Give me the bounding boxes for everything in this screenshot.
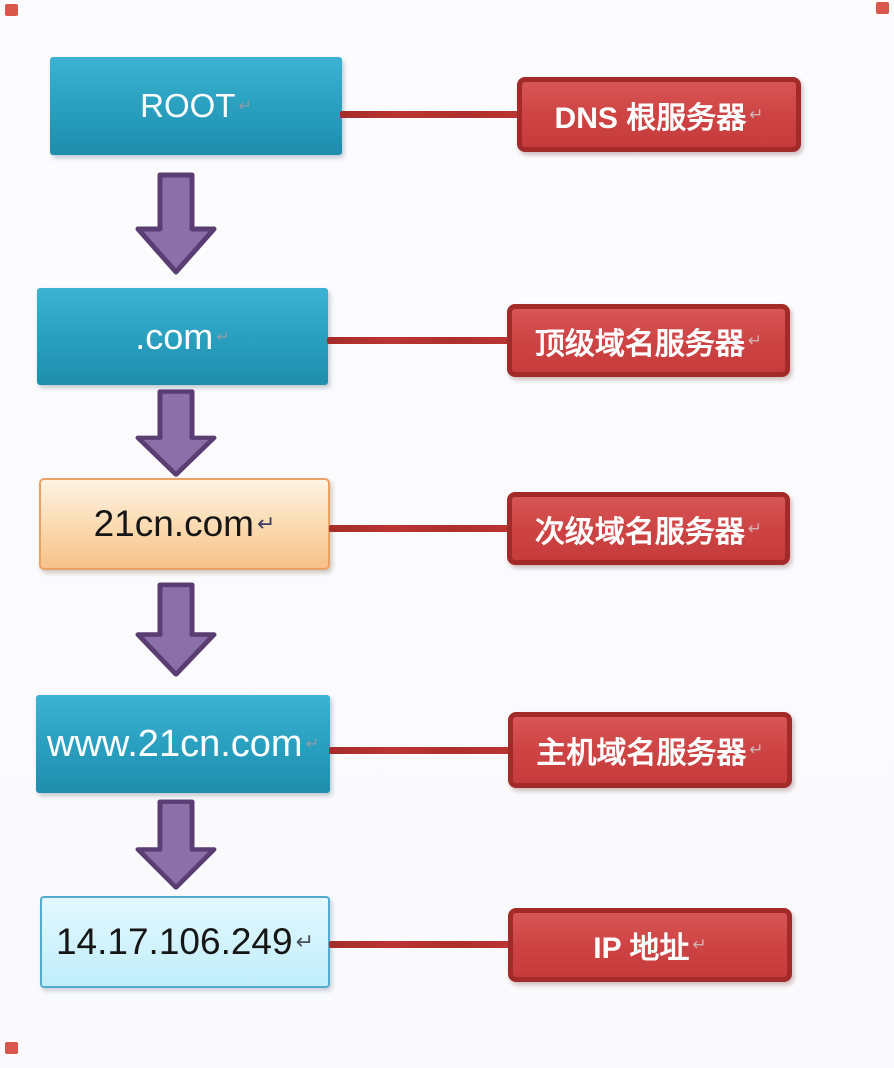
node-21cn-text: 21cn.com bbox=[93, 503, 254, 544]
return-mark-icon: ↵ bbox=[749, 104, 764, 124]
connector-line-root bbox=[340, 111, 518, 118]
node-www21cn: www.21cn.com↵ bbox=[36, 695, 330, 793]
label-host-server-text: 主机域名服务器 bbox=[536, 737, 747, 770]
return-mark-icon: ↵ bbox=[295, 929, 315, 954]
label-dns-root-server-text: DNS 根服务器 bbox=[554, 101, 747, 135]
return-mark-icon: ↵ bbox=[747, 518, 763, 538]
corner-mark-top-left bbox=[5, 4, 18, 16]
label-ip-address: IP 地址↵ bbox=[508, 908, 792, 982]
return-mark-icon: ↵ bbox=[749, 740, 764, 759]
label-secondary-server: 次级域名服务器↵ bbox=[507, 492, 790, 565]
label-tld-server: 顶级域名服务器↵ bbox=[507, 304, 790, 377]
label-host-server: 主机域名服务器↵ bbox=[508, 712, 792, 788]
node-www21cn-text: www.21cn.com bbox=[47, 722, 303, 765]
label-dns-root-server: DNS 根服务器↵ bbox=[517, 77, 801, 152]
return-mark-icon: ↵ bbox=[256, 511, 276, 536]
return-mark-icon: ↵ bbox=[747, 330, 763, 350]
node-ip-address: 14.17.106.249↵ bbox=[40, 896, 330, 988]
corner-mark-bottom-left bbox=[5, 1042, 18, 1054]
connector-line-21cn bbox=[329, 525, 508, 532]
down-arrow-icon bbox=[134, 582, 218, 678]
down-arrow-icon bbox=[134, 799, 218, 891]
down-arrow-icon bbox=[134, 389, 218, 478]
return-mark-icon: ↵ bbox=[692, 935, 707, 954]
node-com: .com↵ bbox=[37, 288, 328, 385]
node-com-text: .com bbox=[135, 315, 214, 357]
label-ip-address-text: IP 地址 bbox=[593, 932, 690, 965]
node-root: ROOT↵ bbox=[50, 57, 342, 155]
label-tld-server-text: 顶级域名服务器 bbox=[534, 327, 745, 361]
connector-line-com bbox=[327, 337, 508, 344]
return-mark-icon: ↵ bbox=[305, 736, 319, 753]
node-root-text: ROOT bbox=[140, 87, 236, 124]
connector-line-ip bbox=[329, 941, 509, 948]
corner-mark-top-right bbox=[876, 2, 889, 14]
label-secondary-server-text: 次级域名服务器 bbox=[534, 515, 745, 549]
return-mark-icon: ↵ bbox=[238, 98, 252, 115]
return-mark-icon: ↵ bbox=[216, 328, 230, 346]
node-21cn: 21cn.com↵ bbox=[39, 478, 330, 570]
connector-line-www bbox=[329, 747, 509, 754]
node-ip-address-text: 14.17.106.249 bbox=[55, 921, 293, 962]
down-arrow-icon bbox=[134, 172, 218, 276]
